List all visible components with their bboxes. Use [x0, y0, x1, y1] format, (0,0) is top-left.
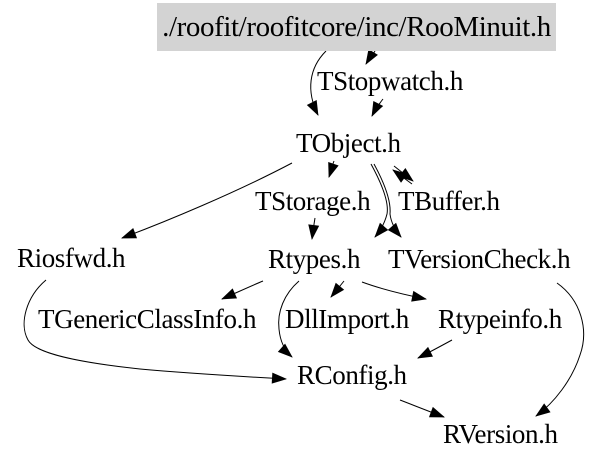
edge-tstopwatch-tobject — [371, 98, 384, 117]
node-tgenericclassinfo[interactable]: TGenericClassInfo.h — [38, 304, 257, 334]
node-rversion[interactable]: RVersion.h — [443, 419, 558, 449]
node-riosfwd[interactable]: Riosfwd.h — [17, 243, 126, 273]
node-tobject[interactable]: TObject.h — [296, 128, 401, 158]
edge-rconfig-rversion — [399, 399, 445, 418]
edge-roominuit-tobject — [306, 50, 327, 116]
edge-tversioncheck-rversion — [535, 282, 585, 417]
edge-tobject-tversioncheck — [373, 163, 402, 238]
node-rconfig[interactable]: RConfig.h — [297, 360, 407, 390]
edge-tobject-rtypes — [370, 163, 389, 238]
node-tstopwatch[interactable]: TStopwatch.h — [317, 66, 463, 96]
node-tbuffer[interactable]: TBuffer.h — [398, 186, 500, 216]
node-rtypeinfo[interactable]: Rtypeinfo.h — [438, 304, 562, 334]
edge-rtypes-tgenericclassinfo — [221, 280, 264, 300]
edge-rtypes-rtypeinfo — [361, 281, 427, 302]
edge-rtypeinfo-rconfig — [417, 339, 453, 359]
node-tversioncheck[interactable]: TVersionCheck.h — [388, 244, 571, 274]
node-tstorage[interactable]: TStorage.h — [255, 186, 371, 216]
edge-tobject-riosfwd — [121, 162, 293, 239]
edge-rtypes-rconfig — [277, 280, 300, 358]
edge-tstorage-rtypes — [308, 217, 320, 240]
edge-tobject-tstorage — [328, 160, 339, 178]
node-roominuit: ./roofit/roofitcore/inc/RooMinuit.h — [157, 3, 556, 51]
edge-rtypes-dllimport — [330, 280, 345, 298]
edge-riosfwd-rconfig — [23, 279, 287, 384]
edge-tobject-tbuffer — [393, 165, 414, 182]
edge-roominuit-tstopwatch — [365, 49, 378, 65]
node-dllimport[interactable]: DllImport.h — [285, 304, 409, 334]
node-rtypes[interactable]: Rtypes.h — [268, 244, 361, 274]
